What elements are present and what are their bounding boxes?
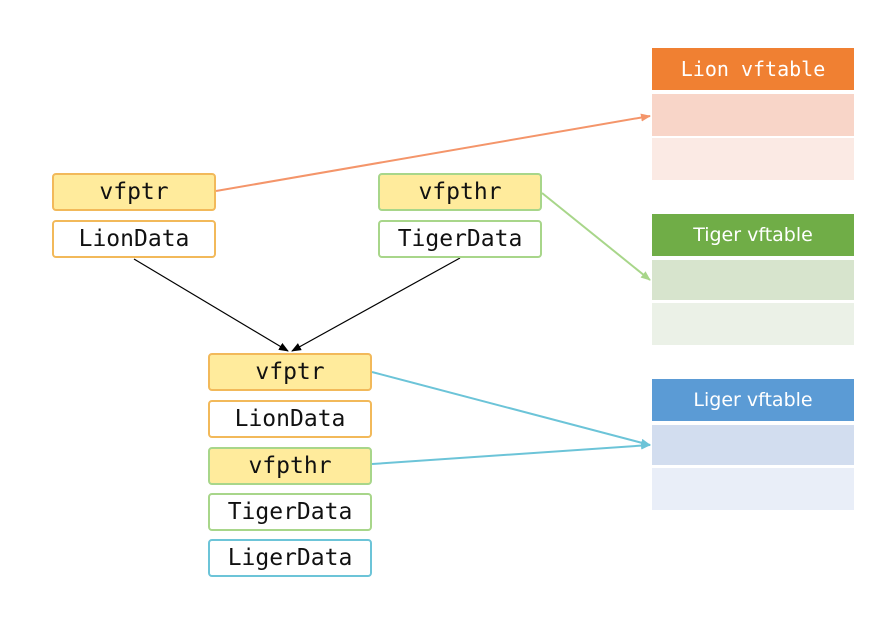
- lion-inherit-arrow: [133, 258, 289, 352]
- liger-vftable-header: Liger vftable: [652, 379, 854, 421]
- liger-vfpthr-box: vfpthr: [208, 447, 372, 485]
- tiger-vftable-title: Tiger vftable: [693, 224, 813, 246]
- lion-data-box: LionData: [52, 220, 216, 258]
- tiger-inherit-arrow: [291, 257, 461, 352]
- liger-vfptr-arrow: [371, 371, 651, 447]
- liger-vftable-row-1: [652, 425, 854, 465]
- tiger-vfpthr-label: vfpthr: [418, 179, 502, 205]
- tiger-vfpthr-box: vfpthr: [378, 173, 542, 211]
- lion-vfptr-arrow: [215, 113, 651, 192]
- lion-vfptr-label: vfptr: [99, 179, 169, 205]
- tiger-vftable-header: Tiger vftable: [652, 214, 854, 256]
- lion-vftable-header: Lion vftable: [652, 48, 854, 90]
- lion-vftable-row-2: [652, 138, 854, 180]
- liger-data-box: LigerData: [208, 539, 372, 577]
- liger-lion-data-box: LionData: [208, 400, 372, 438]
- tiger-data-label: TigerData: [397, 226, 523, 252]
- liger-vfpthr-arrow: [371, 441, 651, 465]
- liger-vfptr-label: vfptr: [255, 359, 325, 385]
- liger-vftable-title: Liger vftable: [693, 389, 813, 411]
- tiger-vfpthr-arrow: [541, 192, 651, 281]
- lion-vfptr-box: vfptr: [52, 173, 216, 211]
- liger-lion-data-label: LionData: [234, 406, 346, 432]
- lion-vftable-title: Lion vftable: [680, 57, 826, 81]
- liger-vfptr-box: vfptr: [208, 353, 372, 391]
- liger-tiger-data-label: TigerData: [227, 499, 353, 525]
- tiger-data-box: TigerData: [378, 220, 542, 258]
- liger-data-label: LigerData: [227, 545, 353, 571]
- lion-data-label: LionData: [78, 226, 190, 252]
- liger-tiger-data-box: TigerData: [208, 493, 372, 531]
- tiger-vftable-row-2: [652, 303, 854, 345]
- liger-vftable-row-2: [652, 468, 854, 510]
- liger-vfpthr-label: vfpthr: [248, 453, 332, 479]
- tiger-vftable-row-1: [652, 260, 854, 300]
- lion-vftable-row-1: [652, 94, 854, 136]
